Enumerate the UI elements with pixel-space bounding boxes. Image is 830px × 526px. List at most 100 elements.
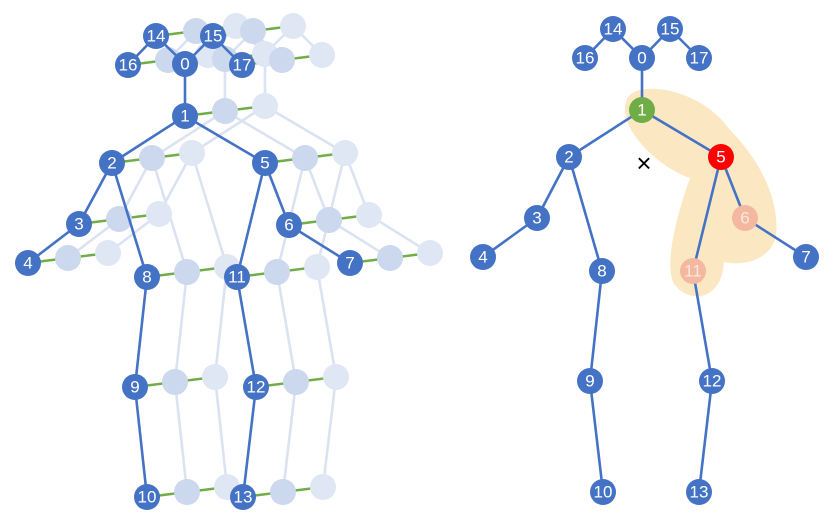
joint-label: 15 [204,27,223,46]
joint-16: 16 [572,45,598,71]
joint-8: 8 [134,264,160,290]
joint-7: 7 [337,250,363,276]
ghost-joint [264,259,290,285]
ghost-joint [323,364,349,390]
joint-15: 15 [200,23,226,49]
ghost-bone [321,375,338,489]
bone [133,385,149,499]
bone [110,114,187,165]
joint-label: 0 [637,49,646,68]
joint-9: 9 [122,374,148,400]
neighborhood-region [625,88,777,297]
joint-circle [524,205,550,231]
ghost-bone [190,104,267,155]
ghost-joint [309,42,335,68]
ghost-bone [173,380,189,494]
joint-label: 9 [130,378,139,397]
ghost-joint [310,474,336,500]
bone [640,108,723,159]
ghost-joint [174,259,200,285]
joint-10: 10 [590,479,616,505]
joint-circle [172,51,198,77]
joint-3: 3 [524,205,550,231]
joint-9: 9 [577,368,603,394]
joint-17: 17 [229,52,255,78]
ghost-joint [270,479,296,505]
ghost-joint [106,206,132,232]
joint-0: 0 [629,45,655,71]
joint-label: 4 [23,254,32,273]
joint-circle [115,52,141,78]
joint-circle [699,368,725,394]
bone [697,379,714,494]
bone [567,108,644,159]
ghost-joint [240,18,266,44]
ghost-joint [417,240,443,266]
joint-label: 8 [597,262,606,281]
joint-10: 10 [134,484,160,510]
ghost-bone [213,375,229,489]
ghost-joint [174,479,200,505]
ghost-bone [315,265,338,379]
joint-circle [589,258,615,284]
joint-circle [172,103,198,129]
joint-13: 13 [686,479,712,505]
ghost-joint [202,364,228,390]
joint-label: 7 [801,248,810,267]
bone [691,269,714,383]
joint-label: 17 [233,56,252,75]
joint-label: 3 [74,215,83,234]
joint-label: 11 [684,262,702,281]
bone [110,161,149,279]
joint-label: 3 [532,209,541,228]
ghost-joint [55,245,81,271]
joint-14: 14 [143,23,169,49]
joint-circle [224,264,250,290]
joint-circle [470,244,496,270]
joint-16: 16 [115,52,141,78]
joint-circle [252,150,278,176]
joint-circle [572,45,598,71]
bone [235,161,267,279]
joint-circle [134,484,160,510]
bone [235,275,258,389]
ghost-joint [377,245,403,271]
joint-circle [680,258,706,284]
joint-1: 1 [172,103,198,129]
joint-circle [122,374,148,400]
joint-label: 13 [690,483,709,502]
ghost-joint [316,207,342,233]
ghost-bone [213,265,229,379]
ghost-bone [190,151,229,269]
joint-label: 6 [284,216,293,235]
joint-label: 1 [180,107,189,126]
joint-circle [600,16,626,42]
joint-circle [577,368,603,394]
joint-label: 12 [247,378,266,397]
ghost-bone [150,109,227,160]
joint-label: 1 [637,101,646,120]
ghost-joint [146,201,172,227]
joint-label: 10 [138,488,157,507]
joint-label: 7 [345,254,354,273]
joint-label: 14 [604,20,623,39]
joint-label: 16 [119,56,138,75]
ghost-joint [269,47,295,73]
joint-circle [657,16,683,42]
center-joint-1: 1 [629,97,655,123]
joint-circle [230,484,256,510]
joint-label: 14 [147,27,166,46]
joint-circle [99,150,125,176]
ghost-bone [263,104,347,155]
joint-14: 14 [600,16,626,42]
neighbor-joint-6: 6 [732,205,758,231]
joint-2: 2 [99,150,125,176]
joint-label: 16 [576,49,595,68]
joint-circle [15,250,41,276]
joint-label: 15 [661,20,680,39]
joint-label: 2 [564,148,573,167]
joint-4: 4 [15,250,41,276]
joint-7: 7 [793,244,819,270]
